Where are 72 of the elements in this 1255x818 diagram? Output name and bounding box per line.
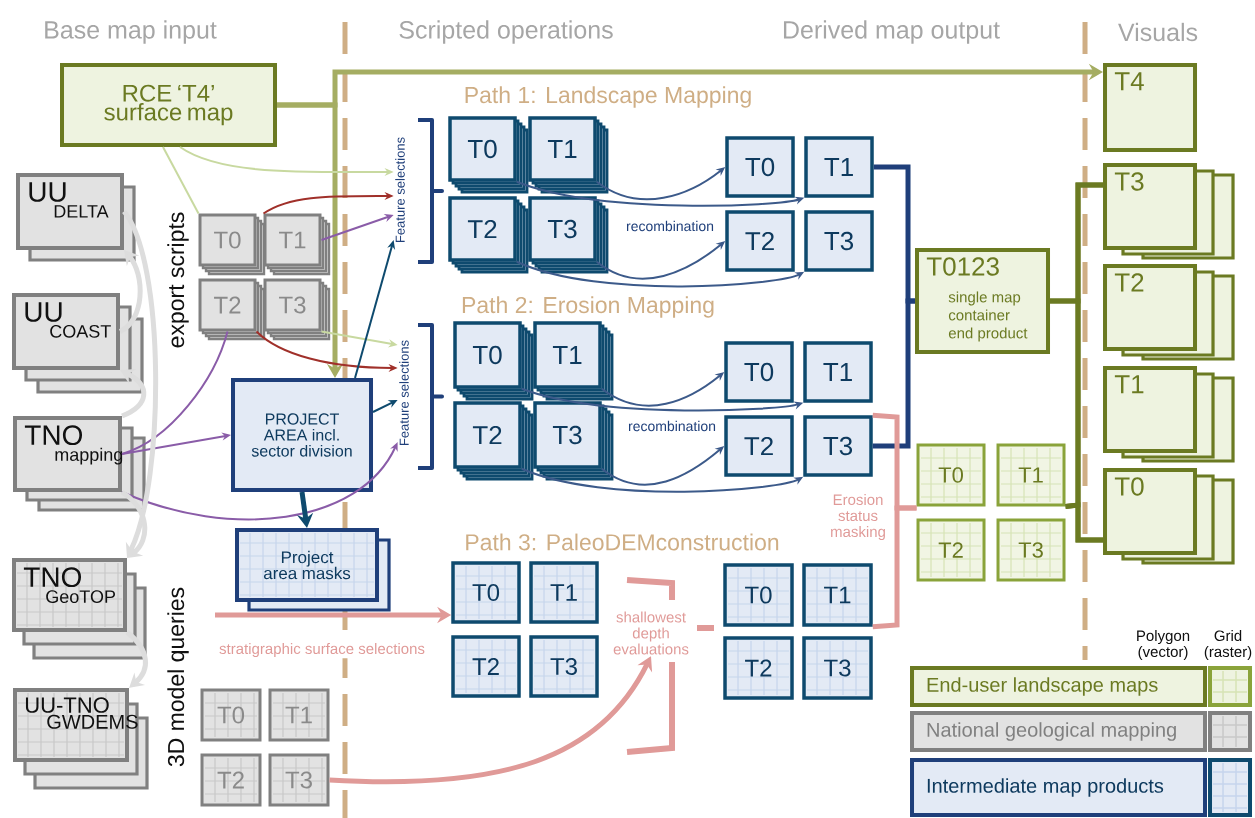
column-label: Polygon (vector) [1137,630,1190,660]
map-tile: T3 [803,415,873,477]
column-heading: Scripted operations [399,20,613,44]
map-stack: T2 [448,196,529,274]
map-tile: T2 [724,415,794,477]
map-tile: T0 [724,341,794,403]
map-stack: T0 [453,321,534,401]
map-tile: T2 [725,210,795,272]
side-label: export scripts [167,212,189,348]
map-stack: T2 [1103,264,1235,361]
arrow [118,250,143,334]
path-heading: Path 1: Landscape Mapping [465,86,751,108]
arrow [121,210,159,558]
map-box: RCE ‘T4’ surface map [60,63,277,147]
map-stack: T2 [198,278,266,341]
edge-label: stratigraphic surface selections [217,641,427,659]
map-tile: T1 [529,561,599,624]
map-tile: T0 [723,563,794,627]
process-box: PROJECT AREA incl. sector division [231,378,373,492]
map-stack: UU COAST [12,293,144,394]
map-tile: T0 [916,443,986,507]
map-tile: T1 [996,443,1066,507]
map-tile: T2 [200,753,262,807]
map-tile: T1 [802,563,873,627]
map-stack: T1 [533,321,614,401]
column-heading: Derived map output [783,20,1000,44]
map-stack: TNO mapping [13,416,146,512]
map-box: T0123 single map container end product [915,248,1050,354]
map-stack: T1 [528,116,609,194]
map-stack: T3 [533,401,614,481]
map-tile: T3 [804,210,874,272]
model-block: UU-TNO GWDEMS [13,688,149,790]
map-tile: T2 [916,518,986,582]
map-tile: T1 [803,341,873,403]
map-stack: T0 [198,213,266,276]
map-tile: T3 [802,636,873,700]
model-block: TNO GeoTOP [12,558,147,660]
map-stack: T3 [263,278,331,341]
step-label: recombination [628,420,716,432]
map-stack: T2 [453,401,534,481]
map-stack: T3 [1103,163,1235,260]
map-tile: T3 [529,635,599,698]
map-tile: T2 [451,635,521,698]
step-label: Erosion status masking [831,494,885,540]
map-stack: T0 [1103,468,1235,565]
map-tile: T0 [200,688,262,742]
map-stack: T1 [263,213,331,276]
map-tile: T1 [804,136,874,198]
arrow [120,490,148,558]
step-label: recombination [626,220,714,232]
path-heading: Path 2: Erosion Mapping [462,296,714,318]
map-stack: Project area masks [235,528,391,612]
map-tile: T3 [996,518,1066,582]
map-stack: T1 [1103,366,1235,463]
map-tile: T2 [723,636,794,700]
map-stack: T0 [448,116,529,194]
map-tile: T3 [268,753,330,807]
map-box: T4 [1103,63,1197,152]
map-stack: UU DELTA [16,173,136,262]
arrow [120,369,147,419]
side-label: 3D model queries [167,587,189,767]
map-stack: T3 [528,196,609,274]
bracket-label: Feature selections [395,137,405,243]
map-tile: T0 [725,136,795,198]
column-heading: Visuals [1118,22,1198,42]
path-heading: Path 3: PaleoDEMconstruction [466,533,779,551]
step-label: shallowest depth evaluations [613,611,689,655]
map-tile: T0 [451,561,521,624]
bracket-label: Feature selections [399,340,409,446]
node-label: UU-TNO [25,697,109,713]
column-label: Grid (raster) [1204,630,1252,660]
map-tile: T1 [268,688,330,742]
